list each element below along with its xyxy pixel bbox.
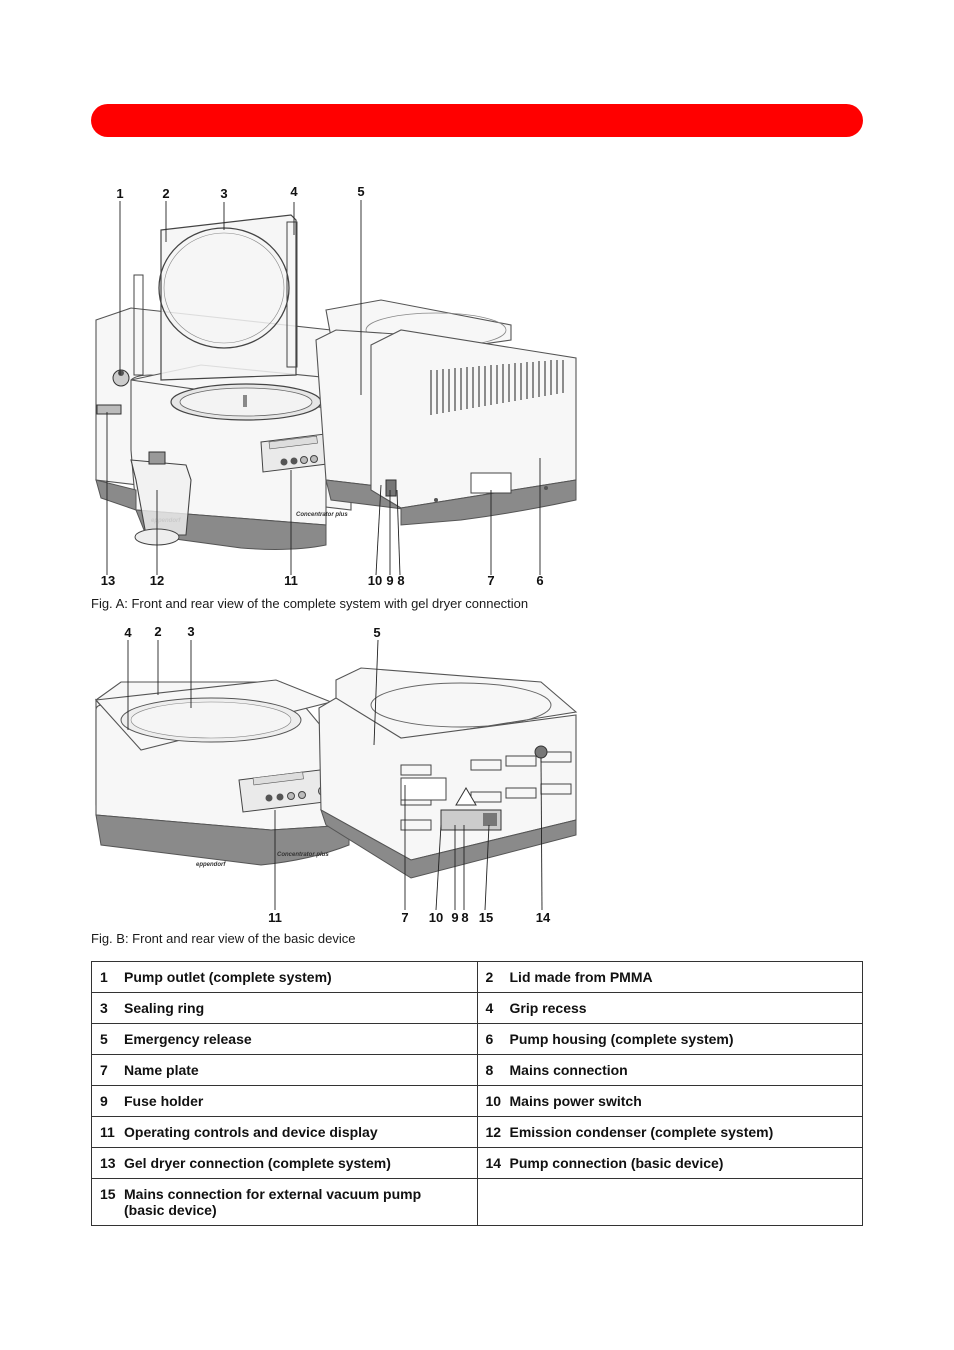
callout-b-2: 2 [154, 624, 162, 639]
legend-cell: 10 Mains power switch [476, 1085, 863, 1117]
legend-number: 7 [100, 1062, 108, 1078]
legend-text: Sealing ring [124, 1000, 205, 1016]
figure-a: eppendorf Concentrator plus [91, 180, 591, 595]
front-device-b-model: Concentrator plus [277, 852, 329, 858]
figure-a-illustration: eppendorf Concentrator plus [95, 200, 577, 576]
table-row: 5 Emergency release 6 Pump housing (complet… [91, 1023, 863, 1055]
legend-number: 12 [485, 1124, 502, 1140]
table-row: 13 Gel dryer connection (complete system)… [91, 1147, 863, 1179]
pump-vent-grill [430, 360, 564, 415]
callout-a-13: 13 [100, 573, 116, 588]
legend-cell: 8 Mains connection [476, 1054, 863, 1086]
callout-a-10: 10 [367, 573, 383, 588]
callout-a-1: 1 [116, 186, 124, 201]
figure-a-leader-lines [106, 200, 541, 576]
legend-number: 3 [100, 1000, 108, 1016]
callout-a-5: 5 [357, 184, 365, 199]
legend-table: 1 Pump outlet (complete system) 2 Lid made … [91, 961, 863, 1226]
legend-cell: 15 Mains connection for external vacuum p… [91, 1178, 478, 1226]
figure-b-leader-lines [127, 639, 543, 911]
legend-text: Grip recess [509, 1000, 587, 1016]
rear-device-a [315, 299, 577, 526]
rear-device-b [318, 667, 578, 879]
figure-b-caption: Fig. B: Front and rear view of the basic… [91, 931, 356, 946]
callout-a-6: 6 [536, 573, 544, 588]
legend-cell: 13 Gel dryer connection (complete system) [91, 1147, 478, 1179]
callout-a-4: 4 [290, 184, 298, 199]
legend-cell: 14 Pump connection (basic device) [476, 1147, 863, 1179]
callout-b-7: 7 [401, 910, 409, 925]
legend-cell: 9 Fuse holder [91, 1085, 478, 1117]
table-row: 15 Mains connection for external vacuum p… [91, 1178, 863, 1226]
table-row: 9 Fuse holder 10 Mains power switch [91, 1085, 863, 1117]
front-device-b: eppendorf Concentrator plus [94, 679, 350, 868]
table-row: 3 Sealing ring 4 Grip recess [91, 992, 863, 1024]
legend-cell [476, 1178, 863, 1226]
legend-text: Pump housing (complete system) [509, 1031, 734, 1047]
legend-text: Pump connection (basic device) [509, 1155, 724, 1171]
front-device-a: eppendorf Concentrator plus [95, 214, 353, 550]
figure-b: eppendorf Concentrator plus [91, 620, 591, 930]
legend-text: Pump outlet (complete system) [124, 969, 332, 985]
legend-cell: 2 Lid made from PMMA [476, 961, 863, 993]
legend-number: 13 [100, 1155, 116, 1171]
callout-b-15: 15 [478, 910, 494, 925]
legend-text: Fuse holder [124, 1093, 204, 1109]
table-row: 7 Name plate 8 Mains connection [91, 1054, 863, 1086]
legend-cell: 4 Grip recess [476, 992, 863, 1024]
legend-cell: 3 Sealing ring [91, 992, 478, 1024]
figure-b-illustration: eppendorf Concentrator plus [94, 639, 578, 911]
legend-text: Gel dryer connection (complete system) [124, 1155, 391, 1171]
callout-a-9: 9 [386, 573, 394, 588]
callout-b-8: 8 [461, 910, 469, 925]
legend-number: 6 [485, 1031, 494, 1047]
legend-cell: 11 Operating controls and device display [91, 1116, 478, 1148]
legend-cell: 12 Emission condenser (complete system) [476, 1116, 863, 1148]
legend-body: 1 Pump outlet (complete system) 2 Lid made … [91, 961, 863, 1226]
callout-a-11: 11 [284, 573, 298, 588]
legend-number: 1 [100, 969, 108, 985]
figure-a-caption: Fig. A: Front and rear view of the compl… [91, 596, 529, 611]
callout-b-4: 4 [124, 625, 132, 640]
table-row: 1 Pump outlet (complete system) 2 Lid made … [91, 961, 863, 993]
legend-cell: 7 Name plate [91, 1054, 478, 1086]
legend-text: Mains connection [509, 1062, 628, 1078]
legend-text: Mains connection for external vacuum pum… [124, 1186, 422, 1218]
legend-number: 15 [100, 1186, 116, 1202]
legend-number: 8 [485, 1062, 494, 1078]
legend-number: 14 [485, 1155, 502, 1171]
legend-text: Emission condenser (complete system) [509, 1124, 774, 1140]
legend-text: Emergency release [124, 1031, 252, 1047]
legend-text: Name plate [124, 1062, 199, 1078]
callout-b-9: 9 [451, 910, 459, 925]
callout-b-11: 11 [268, 910, 282, 925]
callout-b-10: 10 [428, 910, 444, 925]
legend-cell: 1 Pump outlet (complete system) [91, 961, 478, 993]
callout-a-12: 12 [149, 573, 165, 588]
callout-a-8: 8 [397, 573, 405, 588]
legend-cell: 6 Pump housing (complete system) [476, 1023, 863, 1055]
legend-text: Lid made from PMMA [509, 969, 653, 985]
callout-b-3: 3 [187, 624, 195, 639]
legend-number: 2 [485, 969, 494, 985]
callout-b-5: 5 [373, 625, 381, 640]
callout-a-2: 2 [162, 186, 170, 201]
legend-text: Mains power switch [509, 1093, 642, 1109]
legend-number: 9 [100, 1093, 108, 1109]
legend-number: 10 [485, 1093, 502, 1109]
front-device-b-brand: eppendorf [196, 862, 226, 868]
callout-a-7: 7 [487, 573, 495, 588]
legend-text: Operating controls and device display [124, 1124, 378, 1140]
legend-number: 11 [100, 1124, 115, 1140]
callout-b-14: 14 [535, 910, 551, 925]
section-header-bar [91, 104, 863, 137]
legend-cell: 5 Emergency release [91, 1023, 478, 1055]
front-device-a-model: Concentrator plus [296, 512, 348, 518]
legend-number: 5 [100, 1031, 108, 1047]
callout-a-3: 3 [220, 186, 228, 201]
legend-number: 4 [485, 1000, 494, 1016]
